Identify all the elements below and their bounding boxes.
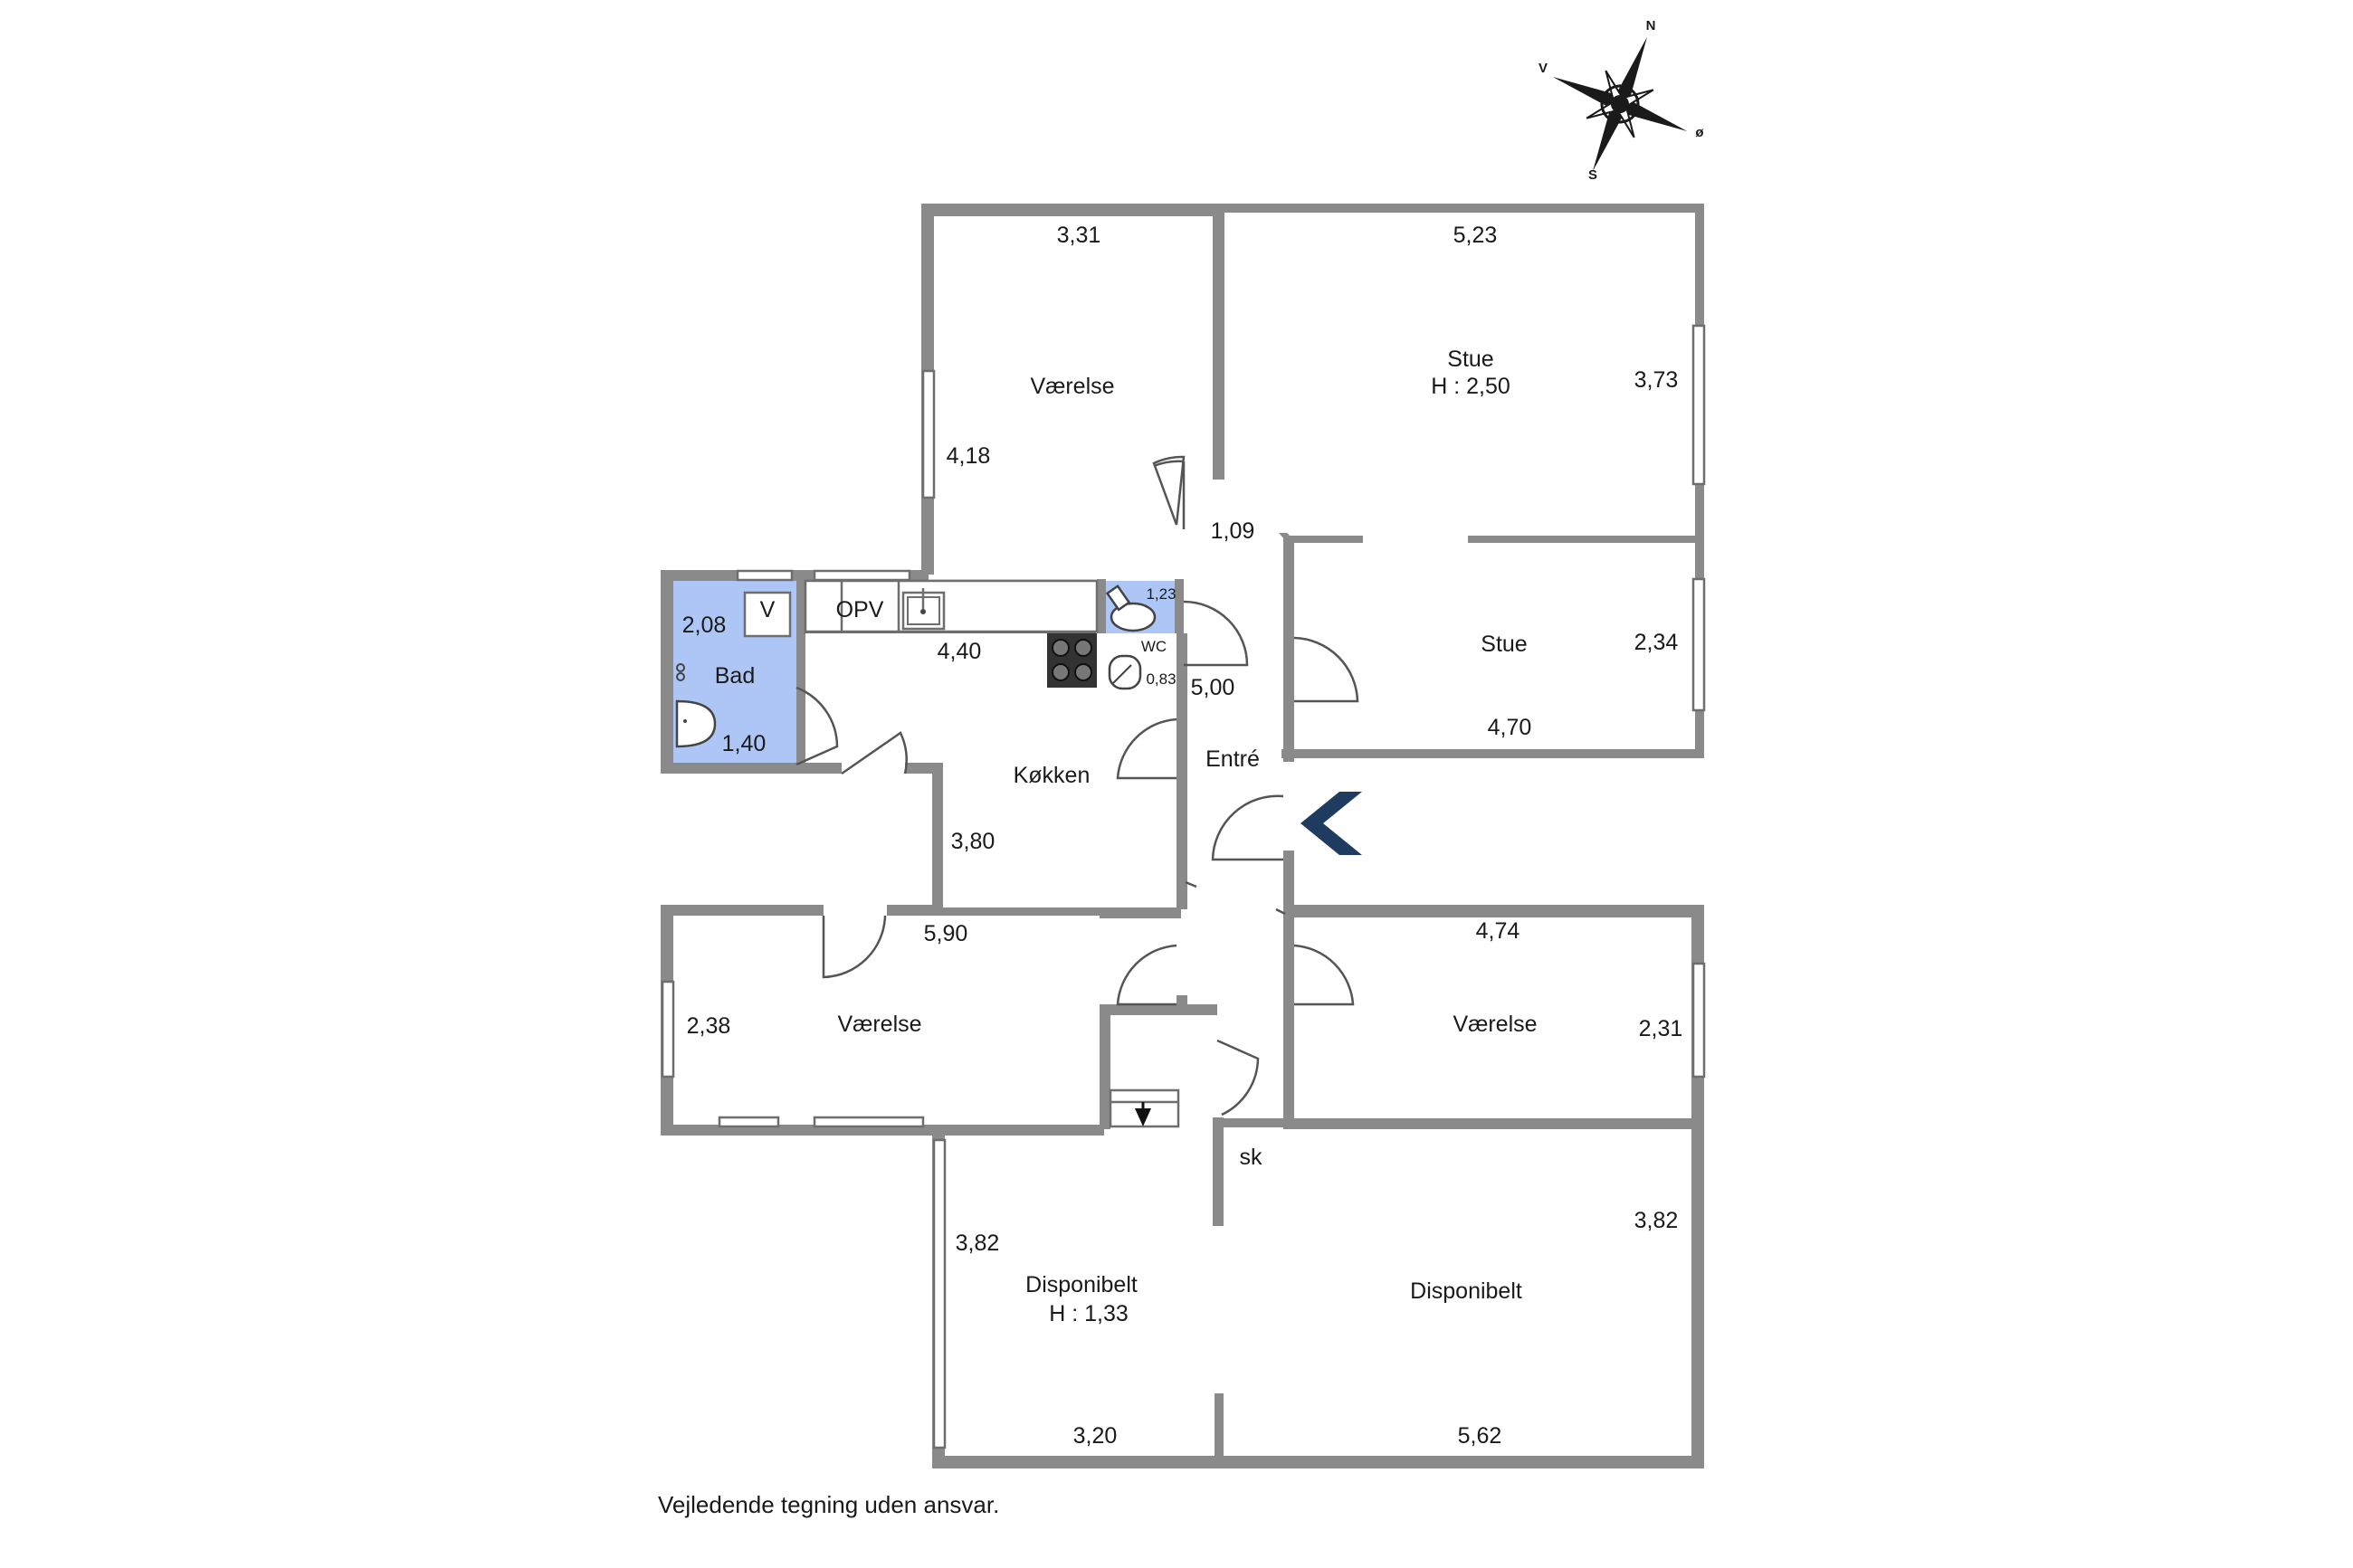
- room-stue-small: Stue: [1481, 632, 1527, 657]
- room-stue-large: Stue: [1447, 347, 1493, 372]
- fixtures: [675, 584, 1180, 1128]
- dim-disp-right-height: 3,82: [1634, 1208, 1679, 1233]
- compass-south: S: [1588, 167, 1597, 183]
- disclaimer-note: Vejledende tegning uden ansvar.: [658, 1491, 999, 1518]
- dim-stue-small-height: 2,34: [1634, 630, 1679, 655]
- shower-icon: [676, 663, 685, 681]
- walls: [661, 204, 1704, 1468]
- room-disponibelt-left-height: H : 1,33: [1049, 1301, 1129, 1326]
- dim-entre-length: 5,00: [1191, 675, 1235, 700]
- bath-basin-icon: [675, 699, 717, 748]
- dim-disp-left-width: 3,20: [1073, 1423, 1118, 1449]
- dim-vaerelse-left-width: 5,90: [924, 921, 968, 946]
- stairs-icon: [1109, 1088, 1180, 1128]
- dim-stue-large-height: 3,73: [1634, 367, 1679, 393]
- room-entre: Entré: [1205, 746, 1260, 772]
- dim-bad-height: 2,08: [682, 613, 727, 638]
- basin-icon: [1108, 654, 1142, 690]
- room-vaerelse-top: Værelse: [1030, 374, 1114, 399]
- stove-icon: [1047, 633, 1097, 688]
- dim-vaerelse-top-width: 3,31: [1057, 223, 1101, 248]
- entry-arrow-icon: [1300, 792, 1362, 855]
- dim-disp-right-width: 5,62: [1458, 1423, 1502, 1449]
- dim-wc-top: 1,23: [1146, 585, 1176, 603]
- room-disponibelt-left: Disponibelt: [1025, 1272, 1138, 1297]
- compass-east: ø: [1695, 125, 1704, 140]
- fixture-v: V: [760, 597, 776, 622]
- toilet-icon: [1105, 584, 1157, 632]
- dim-wc-side: 0,83: [1146, 670, 1176, 688]
- dim-stue-small-width: 4,70: [1488, 715, 1532, 740]
- compass-north: N: [1646, 18, 1656, 33]
- room-sk: sk: [1240, 1145, 1263, 1170]
- windows: [661, 324, 1706, 1449]
- room-wc: WC: [1141, 638, 1167, 655]
- dim-bad-width: 1,40: [722, 731, 767, 756]
- room-koekken: Køkken: [1014, 763, 1091, 788]
- dim-koekken-height: 3,80: [951, 829, 996, 854]
- compass-rose: N ø S V: [1538, 18, 1704, 183]
- room-vaerelse-right: Værelse: [1453, 1012, 1537, 1037]
- dim-vaerelse-left-height: 2,38: [687, 1013, 731, 1039]
- dim-vaerelse-right-width: 4,74: [1476, 918, 1520, 944]
- dim-hall-top: 1,09: [1211, 518, 1255, 544]
- room-labels: Værelse Stue H : 2,50 Stue Bad WC Køkken…: [715, 347, 1538, 1326]
- room-bad: Bad: [715, 663, 755, 689]
- fixture-opv: OPV: [836, 597, 884, 622]
- dim-vaerelse-top-height: 4,18: [947, 443, 991, 469]
- room-disponibelt-right: Disponibelt: [1410, 1278, 1522, 1304]
- dim-vaerelse-right-height: 2,31: [1639, 1016, 1683, 1041]
- room-stue-large-height: H : 2,50: [1431, 374, 1510, 399]
- compass-west: V: [1538, 61, 1548, 76]
- room-vaerelse-left: Værelse: [837, 1012, 921, 1037]
- dimension-labels: 3,31 4,18 5,23 3,73 1,09 2,34 4,70 2,08 …: [682, 223, 1683, 1449]
- dim-koekken-width: 4,40: [938, 639, 982, 664]
- doors: [795, 455, 1359, 1117]
- dim-disp-left-height: 3,82: [956, 1231, 1000, 1256]
- dim-stue-large-width: 5,23: [1453, 223, 1498, 248]
